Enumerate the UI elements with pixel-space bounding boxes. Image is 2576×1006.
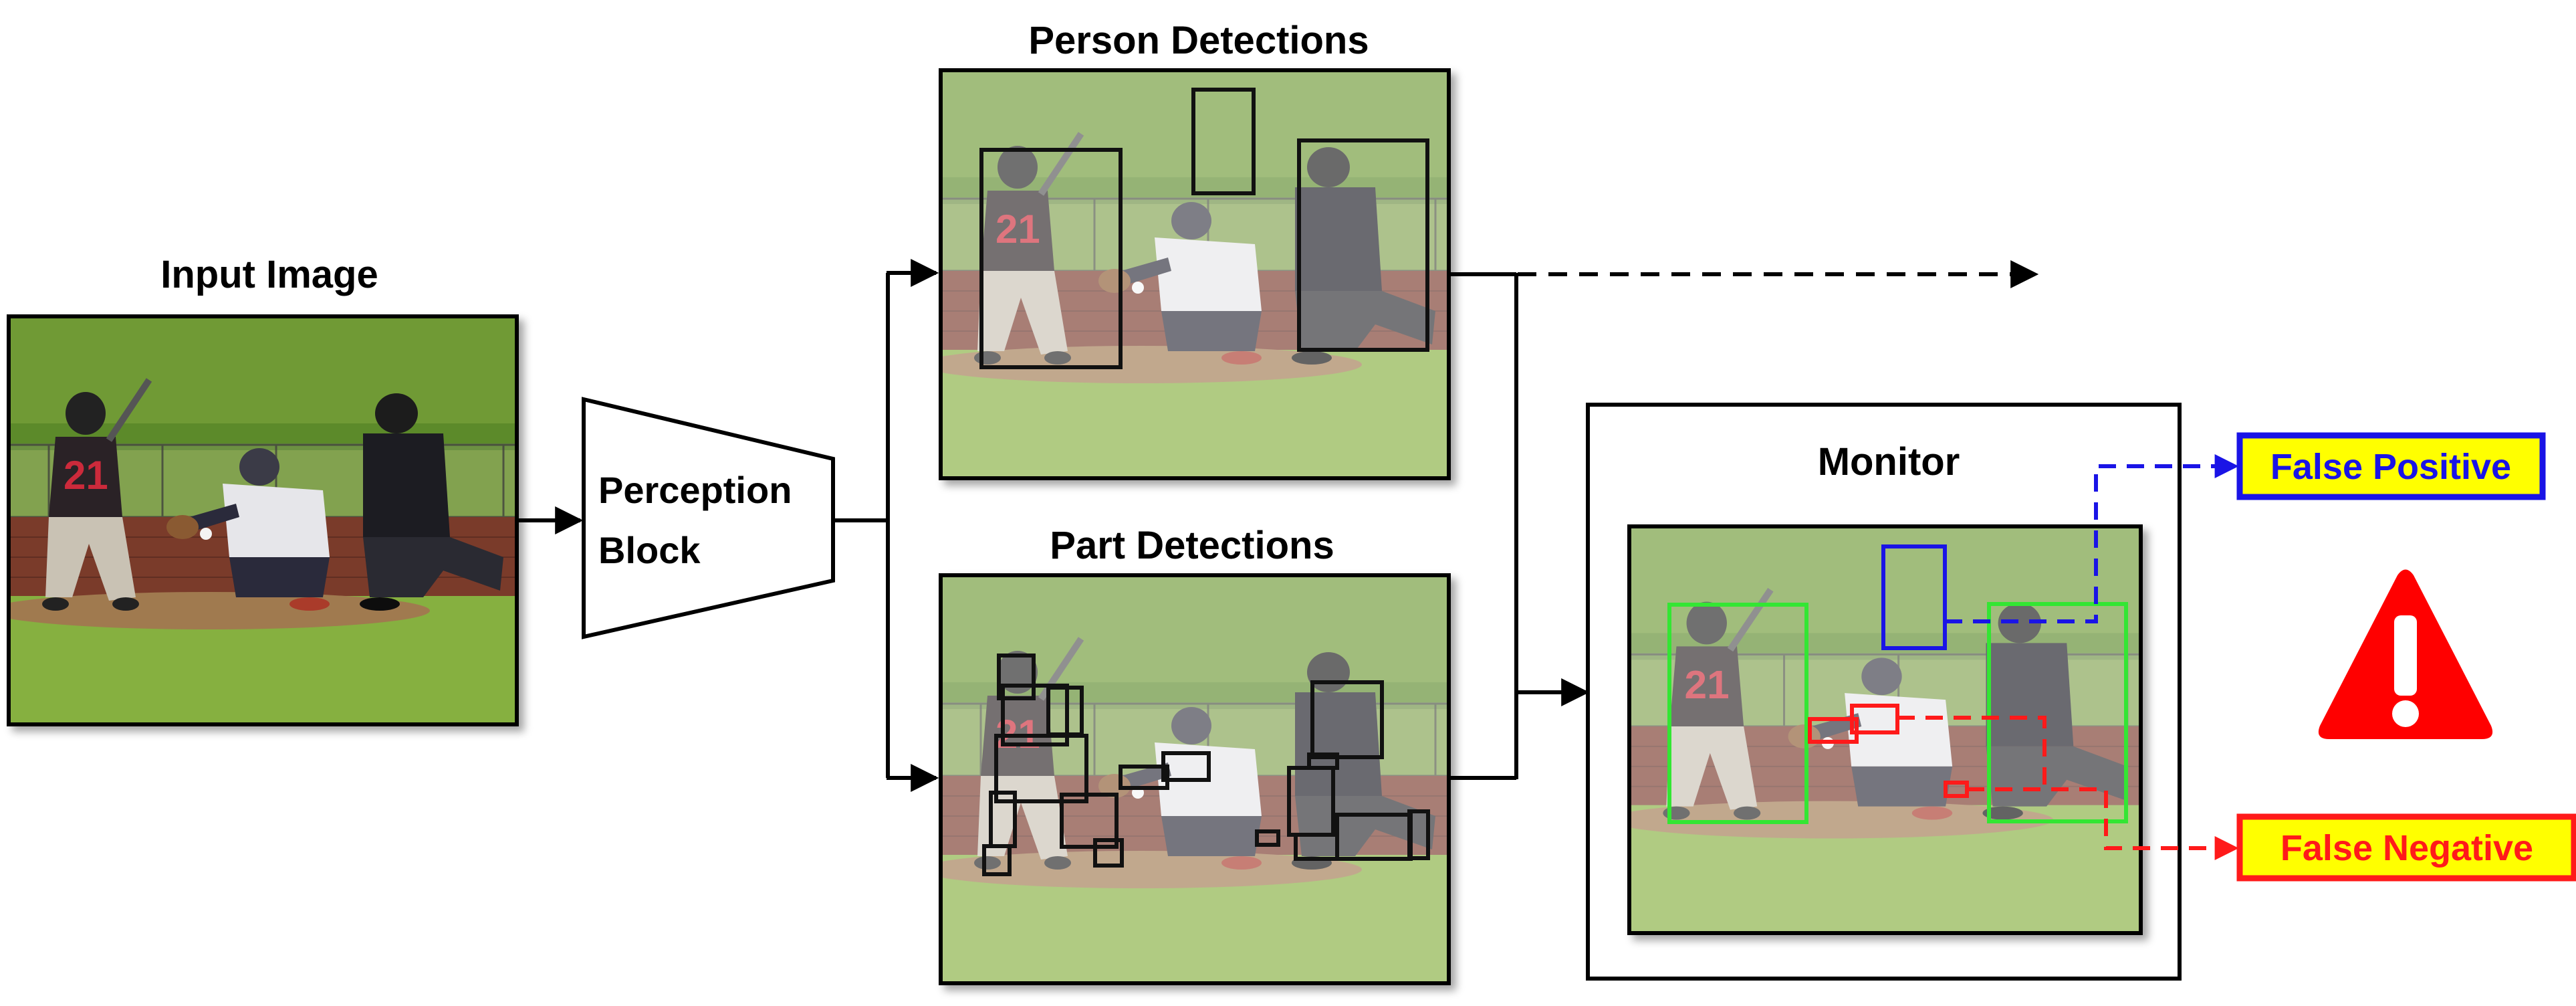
- part-detections-title: Part Detections: [1050, 524, 1334, 567]
- monitor-false-positive-box: [1881, 544, 1947, 650]
- false-positive-dashed-path: [1945, 454, 2239, 623]
- part-detection-boxes: [982, 653, 1430, 876]
- input-image-panel: [0, 314, 519, 726]
- baseball-scene-image: [0, 316, 517, 724]
- warning-triangle-icon: [2318, 569, 2493, 739]
- false-negative-label: False Negative: [2236, 813, 2576, 882]
- monitor-boxes: [1667, 544, 2128, 824]
- person-detections-title: Person Detections: [1028, 19, 1369, 62]
- perception-block: Perception Block: [582, 397, 835, 639]
- monitor-person-box-batter: [1667, 603, 1808, 824]
- person-detection-boxes: [979, 88, 1429, 369]
- person-detections-panel: [939, 68, 1451, 480]
- person-box-fence: [1191, 88, 1256, 195]
- monitor-person-box-umpire: [1987, 602, 2128, 823]
- monitor-image-panel: [1627, 524, 2143, 935]
- perception-label-line2: Block: [598, 529, 701, 571]
- false-negative-dashed-path: [1897, 716, 2239, 860]
- person-box-umpire: [1297, 138, 1429, 352]
- false-negative-text: False Negative: [2280, 828, 2533, 868]
- perception-output-connector: [833, 259, 939, 792]
- false-positive-text: False Positive: [2270, 447, 2511, 487]
- false-positive-label: False Positive: [2236, 432, 2546, 500]
- person-box-batter: [979, 148, 1123, 369]
- perception-label-line1: Perception: [598, 469, 792, 511]
- input-image-title: Input Image: [160, 253, 378, 296]
- detections-to-monitor-connector: [1449, 272, 1590, 780]
- monitor-title: Monitor: [1818, 440, 1960, 484]
